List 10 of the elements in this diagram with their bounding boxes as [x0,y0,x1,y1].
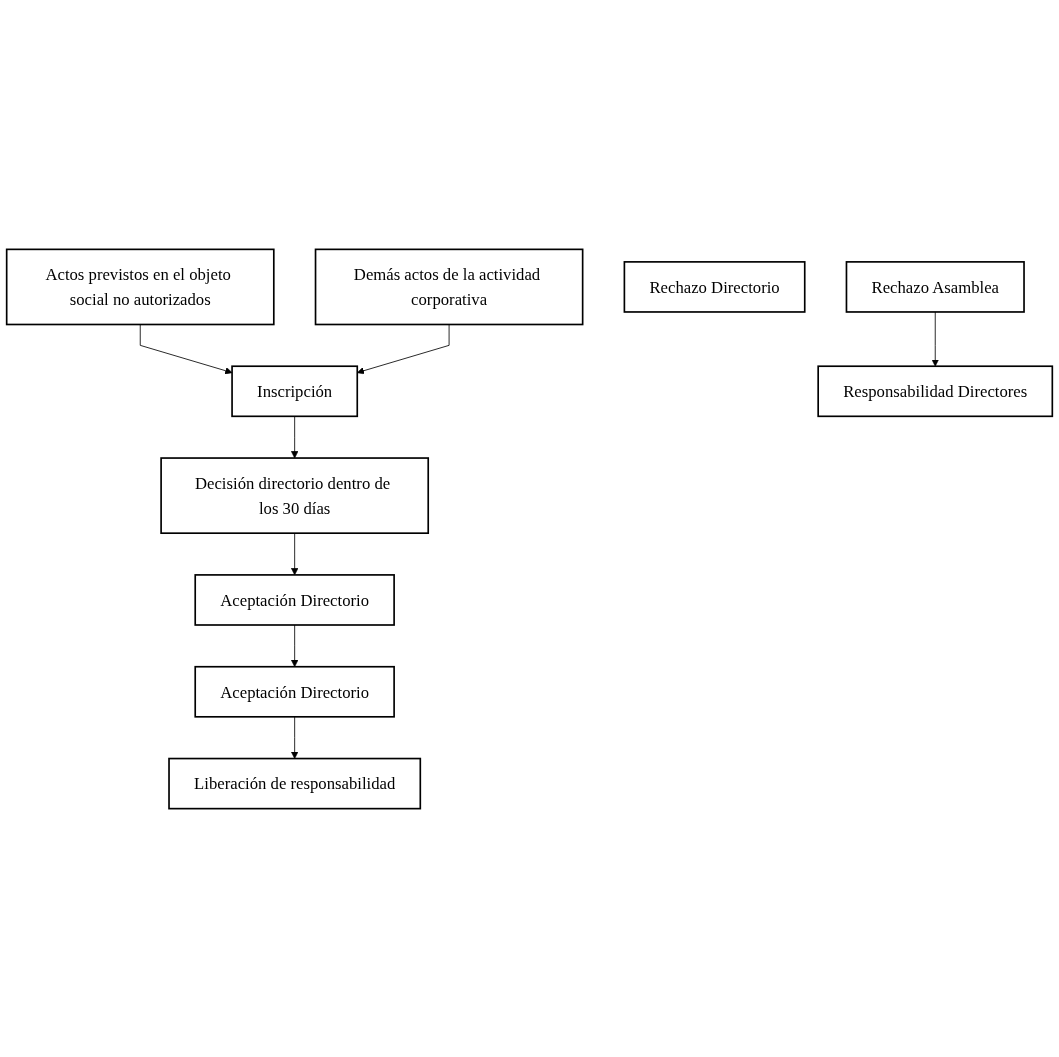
node-box: Aceptación Directorio [194,665,395,718]
node-box: Decisión directorio dentro de los 30 días [160,456,430,534]
node-box: Demás actos de la actividad corporativa [314,248,584,325]
node-box: Rechazo Asamblea [845,260,1025,313]
node-box: Liberación de responsabilidad [168,757,422,809]
node-box: Responsabilidad Directores [817,364,1054,417]
node-box: Aceptación Directorio [194,573,395,626]
node-box: Rechazo Directorio [623,260,806,313]
node-box: Inscripción [231,364,359,417]
node-box: Actos previstos en el objeto social no autorizados [5,248,275,325]
